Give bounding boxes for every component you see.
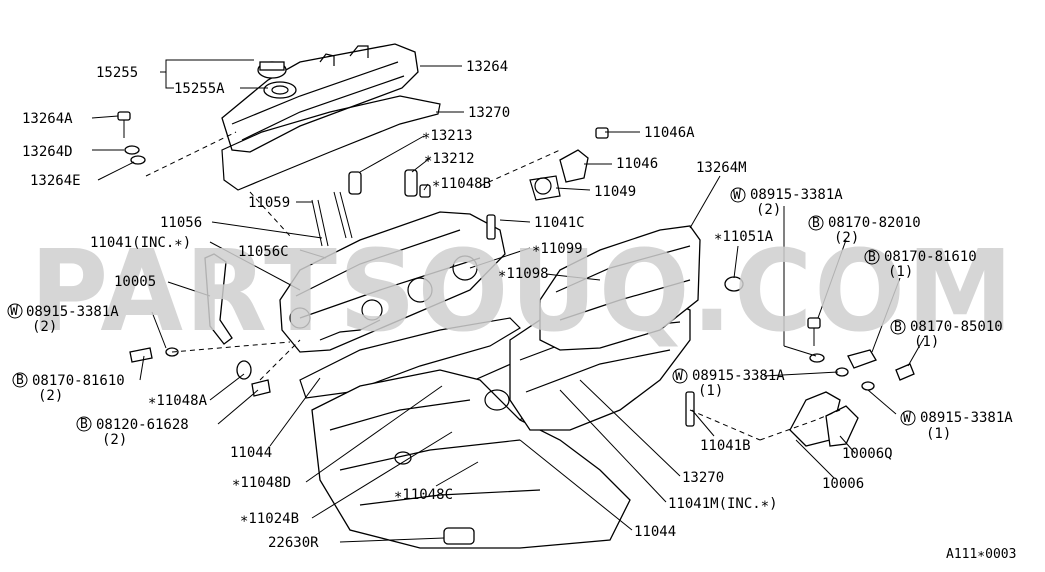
washer-icon: W bbox=[10, 304, 18, 319]
label-b3-qty: (2) bbox=[834, 230, 859, 246]
bracket-11046 bbox=[529, 149, 589, 201]
bolt-icon: B bbox=[80, 417, 88, 432]
label-w4-qty: (1) bbox=[926, 426, 951, 442]
bolt-callout-left-2: B 08120-61628 (2) bbox=[76, 416, 189, 448]
label-b1-number: 08170-81610 bbox=[32, 373, 125, 389]
oil-filler-cap bbox=[257, 61, 297, 99]
label-13264D: 13264D bbox=[22, 144, 73, 160]
washer-callout-right-3: W 08915-3381A (1) bbox=[900, 410, 1013, 442]
leader-lines bbox=[91, 59, 925, 543]
label-11024B: ∗11024B bbox=[240, 511, 299, 527]
label-11044-right: 11044 bbox=[634, 524, 676, 540]
label-w2-number: 08915-3381A bbox=[750, 187, 843, 203]
label-22630R: 22630R bbox=[268, 535, 319, 551]
label-11051A: ∗11051A bbox=[714, 229, 774, 245]
label-10006: 10006 bbox=[822, 476, 864, 492]
dashed-guides bbox=[145, 131, 841, 441]
label-15255A: 15255A bbox=[174, 81, 225, 97]
bolt-callout-right-3: B 08170-85010 (1) bbox=[890, 319, 1003, 350]
head-gasket-left bbox=[299, 317, 521, 399]
left-lower-bolts bbox=[129, 347, 475, 545]
part-labels: 15255 15255A 13264 13270 13264A 13264D 1… bbox=[7, 59, 1016, 562]
bolt-icon: B bbox=[868, 250, 876, 265]
label-w1-qty: (2) bbox=[32, 319, 57, 335]
label-b5-number: 08170-85010 bbox=[910, 319, 1003, 335]
label-11056C: 11056C bbox=[238, 244, 289, 260]
bolt-callout-left-1: B 08170-81610 (2) bbox=[12, 372, 125, 404]
label-11049: 11049 bbox=[594, 184, 636, 200]
right-bracket-parts bbox=[685, 317, 915, 447]
head-bolts bbox=[311, 127, 609, 247]
label-13264E: 13264E bbox=[30, 173, 81, 189]
label-b4-number: 08170-81610 bbox=[884, 249, 977, 265]
label-11048A: ∗11048A bbox=[148, 393, 208, 409]
label-11099: ∗11099 bbox=[532, 241, 583, 257]
label-11048D: ∗11048D bbox=[232, 475, 291, 491]
label-15255: 15255 bbox=[96, 65, 138, 81]
label-b4-qty: (1) bbox=[888, 264, 913, 280]
label-11041: 11041(INC.∗) bbox=[90, 235, 191, 251]
washer-callout-right-1: W 08915-3381A (2) bbox=[730, 187, 843, 218]
cover-bolt-parts bbox=[117, 111, 146, 165]
label-13270-top: 13270 bbox=[468, 105, 510, 121]
label-w4-number: 08915-3381A bbox=[920, 410, 1013, 426]
label-11041C: 11041C bbox=[534, 215, 585, 231]
label-b2-qty: (2) bbox=[102, 432, 127, 448]
washer-icon: W bbox=[903, 411, 911, 426]
bolt-callout-right-1: B 08170-82010 (2) bbox=[808, 215, 921, 246]
label-11046A: 11046A bbox=[644, 125, 695, 141]
washer-callout-left: W 08915-3381A (2) bbox=[7, 303, 119, 335]
label-b1-qty: (2) bbox=[38, 388, 63, 404]
label-10005: 10005 bbox=[114, 274, 156, 290]
label-w3-number: 08915-3381A bbox=[692, 368, 785, 384]
label-w1-number: 08915-3381A bbox=[26, 304, 119, 320]
label-b3-number: 08170-82010 bbox=[828, 215, 921, 231]
label-11098: ∗11098 bbox=[498, 266, 549, 282]
label-13264A: 13264A bbox=[22, 111, 73, 127]
label-13270-bottom: 13270 bbox=[682, 470, 724, 486]
label-13264M: 13264M bbox=[696, 160, 747, 176]
label-11044-left: 11044 bbox=[230, 445, 272, 461]
label-11048B: ∗11048B bbox=[432, 176, 491, 192]
cylinder-head-left bbox=[279, 211, 506, 353]
label-13213: ∗13213 bbox=[422, 128, 473, 144]
engine-block bbox=[311, 369, 631, 549]
label-13264: 13264 bbox=[466, 59, 508, 75]
stay-10005 bbox=[204, 253, 233, 345]
label-w2-qty: (2) bbox=[756, 202, 781, 218]
washer-callout-right-2: W 08915-3381A (1) bbox=[672, 368, 785, 399]
bolt-icon: B bbox=[894, 320, 902, 335]
label-w3-qty: (1) bbox=[698, 383, 723, 399]
label-11041M: 11041M(INC.∗) bbox=[668, 496, 778, 512]
label-11041B: 11041B bbox=[700, 438, 751, 454]
label-b5-qty: (1) bbox=[914, 334, 939, 350]
watermark: PARTSOUQ.COM bbox=[30, 227, 1015, 357]
label-13212: ∗13212 bbox=[424, 151, 475, 167]
label-11048C: ∗11048C bbox=[394, 487, 453, 503]
figure-code: A111∗0003 bbox=[946, 547, 1016, 562]
rocker-cover-right bbox=[539, 225, 744, 351]
washer-icon: W bbox=[675, 369, 683, 384]
label-11056: 11056 bbox=[160, 215, 202, 231]
bolt-callout-right-2: B 08170-81610 (1) bbox=[864, 249, 977, 280]
label-11046: 11046 bbox=[616, 156, 658, 172]
rocker-cover-left bbox=[221, 43, 419, 153]
bolt-icon: B bbox=[16, 373, 24, 388]
bolt-icon: B bbox=[812, 216, 820, 231]
label-11059: 11059 bbox=[248, 195, 290, 211]
label-b2-number: 08120-61628 bbox=[96, 417, 189, 433]
label-10006Q: 10006Q bbox=[842, 446, 893, 462]
rocker-gasket-left bbox=[221, 95, 441, 191]
washer-icon: W bbox=[733, 188, 741, 203]
